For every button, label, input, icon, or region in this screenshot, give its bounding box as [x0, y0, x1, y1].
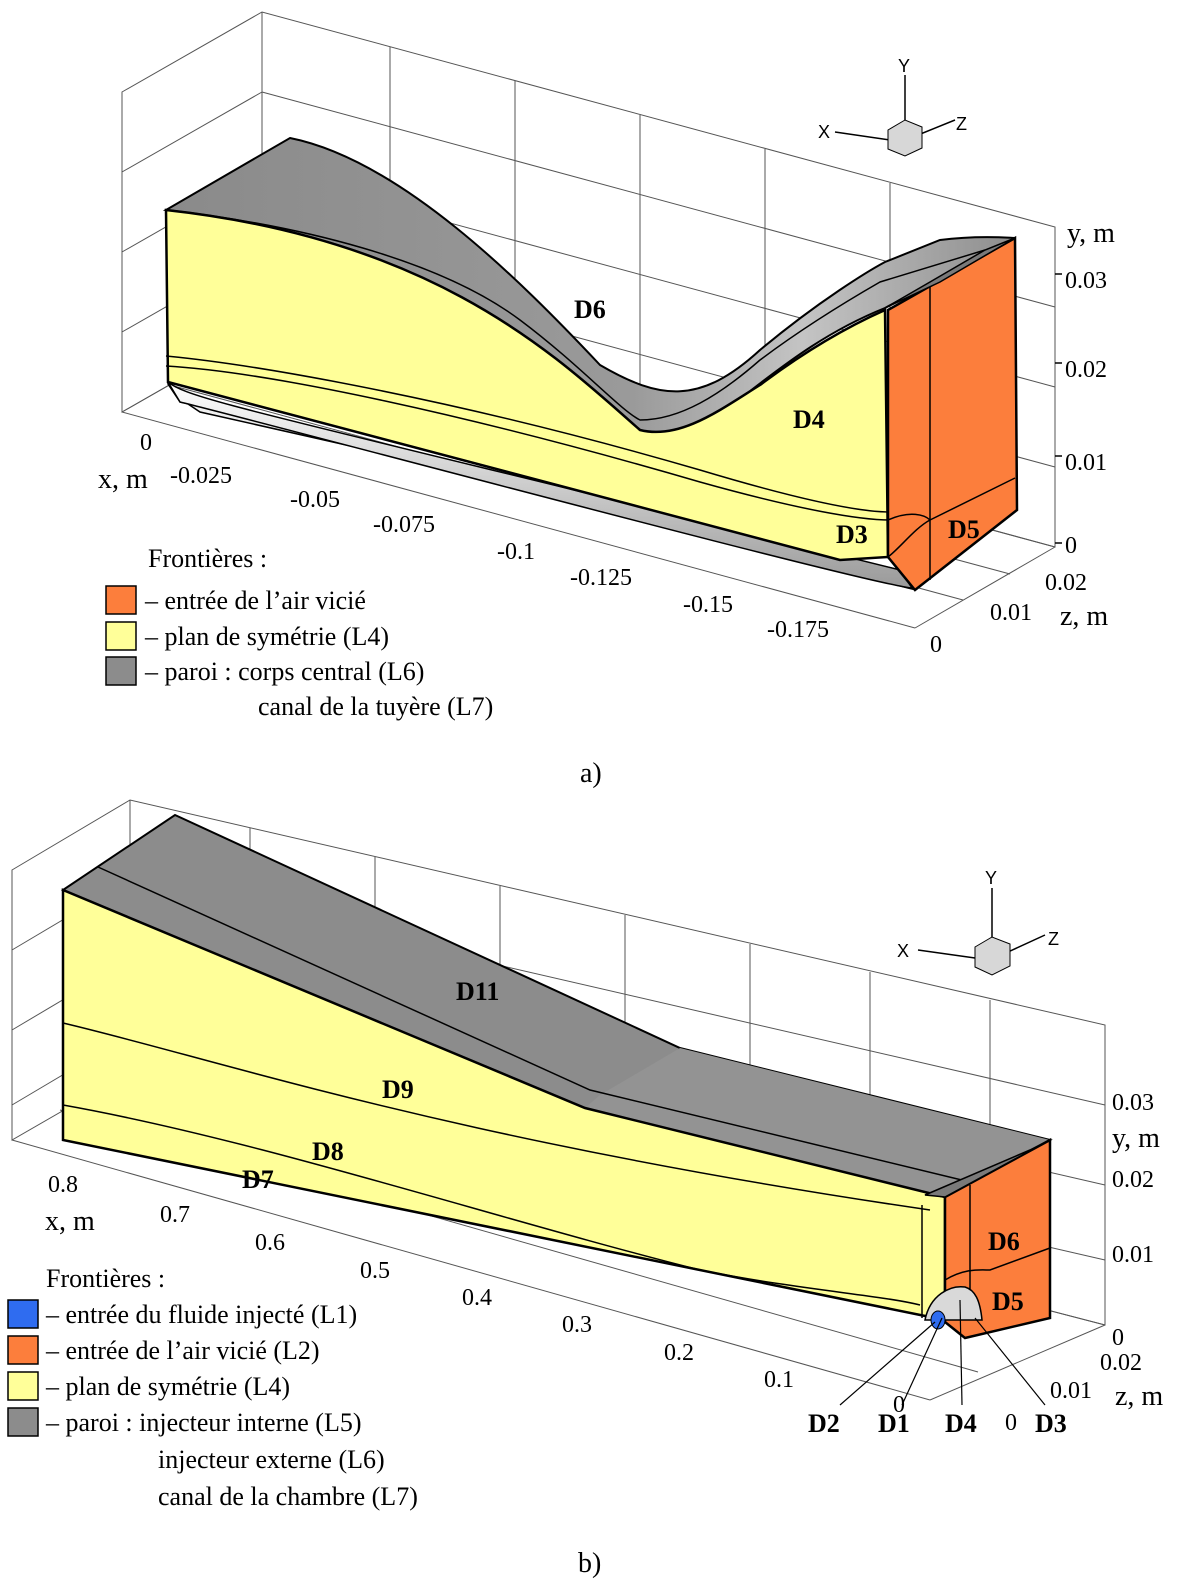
panel-b-legend-swatch [7, 1335, 39, 1365]
panel-b-x-axis-label: x, m [45, 1206, 95, 1237]
panel-a-x-tick: -0.1 [497, 539, 535, 565]
panel-b-x-tick: 0.4 [462, 1285, 492, 1311]
panel-a-legend-swatch [105, 585, 137, 615]
panel-a-x-tick: -0.175 [767, 617, 829, 643]
panel-b-axis-triad: Y X Z [897, 868, 1059, 976]
panel-b-y-tick: 0.03 [1112, 1090, 1154, 1116]
panel-b-legend-title: Frontières : [46, 1264, 165, 1293]
panel-b-z-tick: 0.01 [1050, 1378, 1092, 1404]
panel-a-legend-extra: canal de la tuyère (L7) [258, 692, 493, 721]
panel-b-z-tick: 0 [1005, 1410, 1017, 1436]
panel-b-caption: b) [578, 1548, 601, 1579]
panel-a-legend-swatch [105, 656, 137, 686]
panel-b-callout-label: D1 [878, 1409, 910, 1438]
panel-a-legend-item: – paroi : corps central (L6) [144, 657, 424, 686]
panel-a-legend-item: – plan de symétrie (L4) [144, 622, 389, 651]
panel-a-y-tick: 0.02 [1065, 357, 1107, 383]
panel-a-legend-item: – entrée de l’air vicié [144, 586, 366, 615]
panel-a-y-tick: 0.03 [1065, 268, 1107, 294]
panel-a-triad-y-label: Y [898, 56, 910, 76]
panel-b-x-tick: 0.5 [360, 1258, 390, 1284]
panel-b-legend-item: – entrée du fluide injecté (L1) [45, 1300, 357, 1329]
panel-b-x-tick: 0.6 [255, 1230, 285, 1256]
panel-b-legend-item: – entrée de l’air vicié (L2) [45, 1336, 320, 1365]
panel-a-caption: a) [580, 758, 602, 789]
panel-b-triad-z-label: Z [1048, 929, 1059, 949]
panel-a-x-tick: -0.125 [570, 565, 632, 591]
panel-b-x-tick: 0.7 [160, 1202, 190, 1228]
panel-b-legend-item: – plan de symétrie (L4) [45, 1372, 290, 1401]
panel-b-triad-y-label: Y [985, 868, 997, 888]
panel-a-x-tick: -0.15 [683, 592, 733, 618]
panel-b-domain-label: D8 [312, 1137, 344, 1166]
panel-b-z-axis-label: z, m [1115, 1381, 1163, 1412]
panel-a-triad-z-label: Z [956, 114, 967, 134]
panel-a-domain-label: D3 [836, 520, 868, 549]
panel-b-callout-label: D4 [945, 1409, 977, 1438]
panel-a-domain-label: D5 [948, 515, 980, 544]
panel-a-y-axis-label: y, m [1067, 218, 1115, 249]
panel-a-diagram: Y X Z y, m 0.03 0.02 0.01 0 0.02 0.01 0 … [98, 11, 1115, 789]
panel-b-x-tick: 0.2 [664, 1340, 694, 1366]
panel-a-z-axis-label: z, m [1060, 601, 1108, 632]
panel-b-callout-label: D3 [1035, 1409, 1067, 1438]
panel-a-y-tick: 0.01 [1065, 450, 1107, 476]
panel-b-domain-label: D5 [992, 1287, 1024, 1316]
panel-a-x-tick: -0.075 [373, 512, 435, 538]
panel-a-legend-swatch [105, 621, 137, 651]
panel-a-z-tick: 0.01 [990, 600, 1032, 626]
panel-b-x-tick: 0 [893, 1392, 905, 1418]
panel-b-legend-extra: injecteur externe (L6) [158, 1445, 385, 1474]
panel-b-triad-x-label: X [897, 941, 909, 961]
panel-b-domain-label: D7 [242, 1165, 274, 1194]
panel-b-z-tick: 0.02 [1100, 1350, 1142, 1376]
panel-b-y-tick: 0.02 [1112, 1167, 1154, 1193]
panel-b-legend: Frontières : – entrée du fluide injecté … [7, 1264, 418, 1511]
panel-b-legend-extra: canal de la chambre (L7) [158, 1482, 418, 1511]
panel-a-z-tick: 0.02 [1045, 570, 1087, 596]
panel-a-domain-label: D4 [793, 405, 825, 434]
panel-b-y-tick: 0 [1112, 1325, 1124, 1351]
panel-b-legend-swatch [7, 1407, 39, 1437]
panel-a-domain-label: D6 [574, 295, 606, 324]
panel-a-legend-title: Frontières : [148, 544, 267, 573]
panel-a-x-axis-label: x, m [98, 464, 148, 495]
panel-b-legend-item: – paroi : injecteur interne (L5) [45, 1408, 361, 1437]
panel-a-x-tick: -0.025 [170, 463, 232, 489]
panel-b-diagram: D2 D1 D4 D3 Y X Z 0.03 y, m 0.02 0.01 0 … [7, 799, 1163, 1579]
panel-a-symmetry-plane [164, 208, 890, 562]
panel-b-legend-swatch [7, 1371, 39, 1401]
panel-b-x-tick: 0.8 [48, 1172, 78, 1198]
panel-b-legend-swatch [7, 1299, 39, 1329]
panel-a-triad-x-label: X [818, 122, 830, 142]
panel-a-x-tick: -0.05 [290, 487, 340, 513]
panel-b-injected-fluid [930, 1310, 946, 1330]
panel-a-y-tick: 0 [1065, 533, 1077, 559]
panel-b-domain-label: D9 [382, 1075, 414, 1104]
panel-b-y-axis-label: y, m [1112, 1123, 1160, 1154]
panel-b-x-tick: 0.1 [764, 1367, 794, 1393]
panel-a-axis-triad: Y X Z [818, 56, 967, 157]
panel-b-domain-label: D11 [456, 977, 499, 1006]
panel-b-y-tick: 0.01 [1112, 1242, 1154, 1268]
panel-a-legend: Frontières : – entrée de l’air vicié – p… [105, 544, 493, 721]
panel-a-x-tick: 0 [140, 430, 152, 456]
panel-a-z-tick: 0 [930, 632, 942, 658]
panel-b-domain-label: D6 [988, 1227, 1020, 1256]
panel-b-callout-label: D2 [808, 1409, 840, 1438]
panel-b-x-tick: 0.3 [562, 1312, 592, 1338]
